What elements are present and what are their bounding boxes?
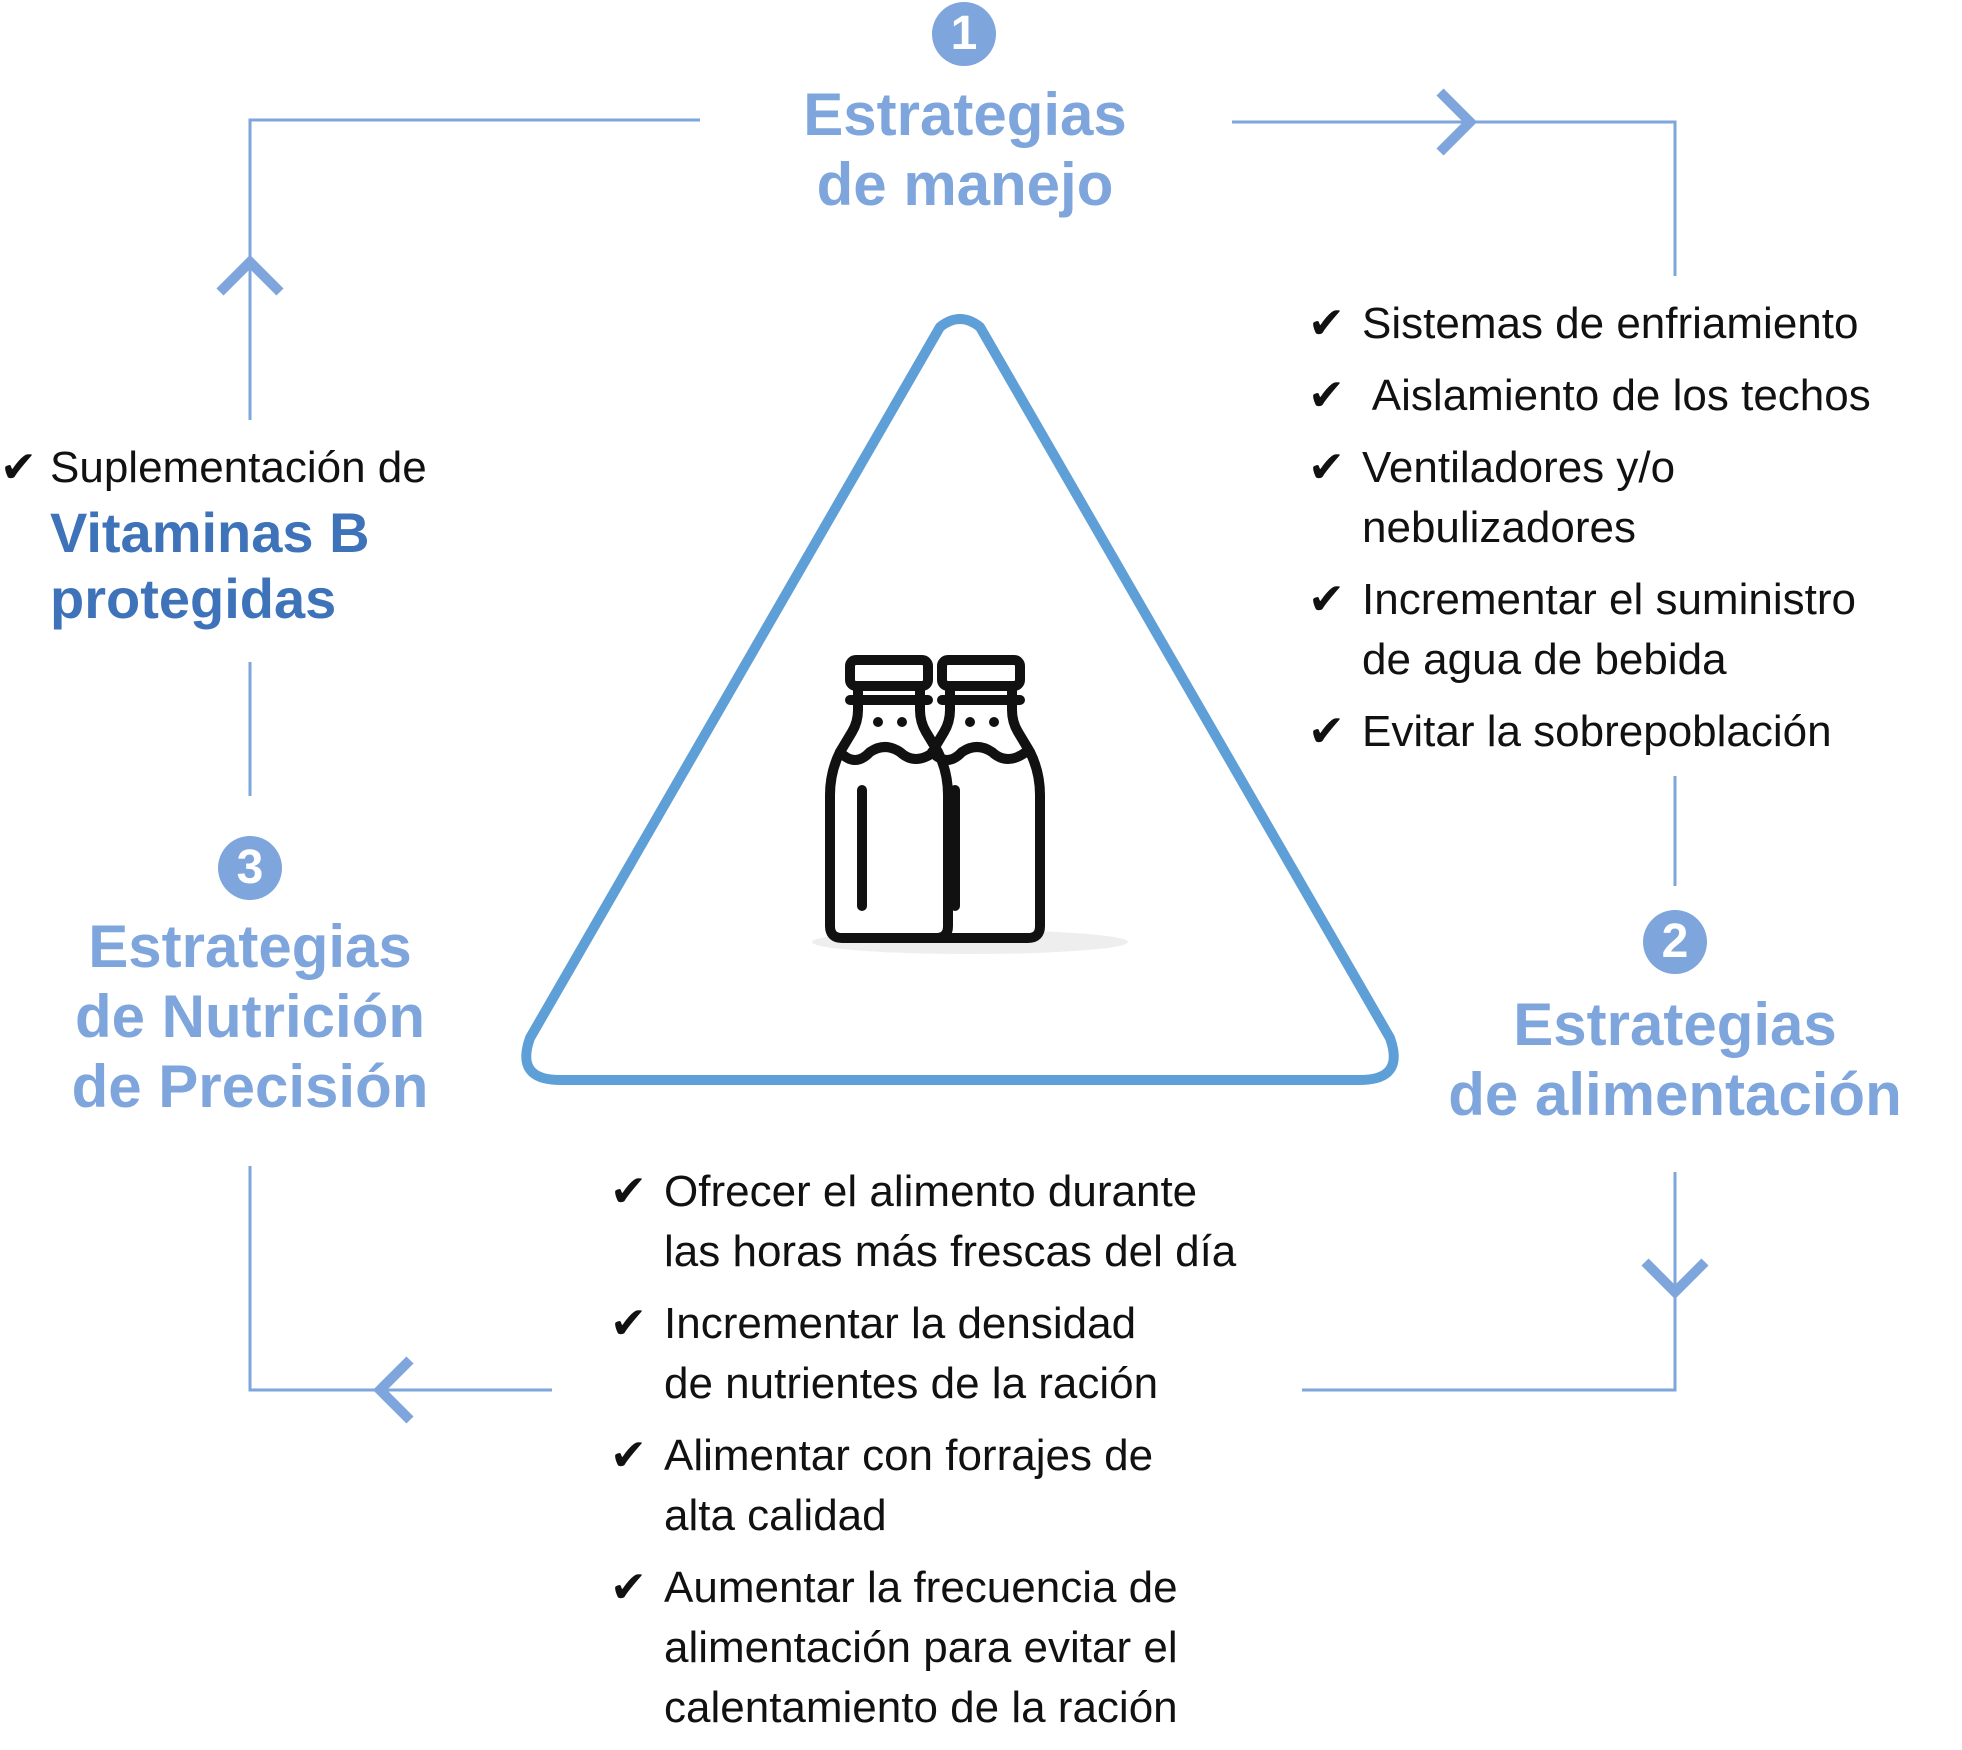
check-icon: ✔ [1308, 575, 1345, 624]
vitamins-highlight-line2: protegidas [50, 567, 337, 630]
section1-item: ✔ Sistemas de enfriamiento [1308, 294, 1958, 354]
section1-title-line2: de manejo [816, 151, 1114, 218]
section2-item: ✔ Incrementar la densidad de nutrientes de… [610, 1294, 1330, 1414]
check-icon: ✔ [1308, 299, 1345, 348]
section3-title-line3: de Precisión [71, 1053, 429, 1120]
item-text-continued: calentamiento de la ración [664, 1683, 1178, 1732]
check-icon: ✔ [610, 1167, 647, 1216]
section3-title: Estrategias de Nutrición de Precisión [30, 912, 470, 1122]
section3-number-badge: 3 [218, 836, 282, 900]
section1-item: ✔ Ventiladores y/o nebulizadores [1308, 438, 1958, 558]
check-icon: ✔ [610, 1299, 647, 1348]
section1-title-line1: Estrategias [803, 81, 1127, 148]
arrow-down-icon [1641, 1258, 1709, 1300]
vitamins-highlight-line1: Vitaminas B [50, 501, 370, 564]
section2-item: ✔ Ofrecer el alimento durante las horas má… [610, 1162, 1330, 1282]
item-text: Ofrecer el alimento durante [664, 1167, 1198, 1216]
item-text: Alimentar con forrajes de [664, 1431, 1154, 1480]
section2-title-line2: de alimentación [1448, 1061, 1902, 1128]
item-text-continued: las horas más frescas del día [664, 1227, 1237, 1276]
check-icon: ✔ [610, 1431, 647, 1480]
line-bottom-left [248, 1166, 552, 1392]
section1-item: ✔ Incrementar el suministro de agua de beb… [1308, 570, 1958, 690]
check-icon: ✔ [0, 443, 37, 492]
item-text-continued: nebulizadores [1362, 503, 1636, 552]
item-text-continued: alimentación para evitar el [664, 1623, 1178, 1672]
milk-bottles-icon [812, 655, 1128, 954]
section2-number-badge: 2 [1643, 910, 1707, 974]
item-text: Sistemas de enfriamiento [1362, 299, 1859, 348]
section1-item: ✔ Evitar la sobrepoblación [1308, 702, 1958, 762]
item-text: Evitar la sobrepoblación [1362, 707, 1832, 756]
item-text: Incrementar la densidad [664, 1299, 1137, 1348]
item-text-continued: alta calidad [664, 1491, 887, 1540]
section2-title-line1: Estrategias [1513, 991, 1837, 1058]
line-bottom-right [1302, 1172, 1677, 1392]
triangle-frame [521, 314, 1399, 1085]
arrow-left-icon [372, 1356, 414, 1424]
check-icon: ✔ [610, 1563, 647, 1612]
section2-item: ✔ Alimentar con forrajes de alta calidad [610, 1426, 1330, 1546]
section2-list: ✔ Ofrecer el alimento durante las horas má… [610, 1162, 1330, 1750]
arrow-right-icon [1436, 88, 1478, 156]
arrow-up-icon [216, 254, 284, 296]
section2-item: ✔ Aumentar la frecuencia de alimentación p… [610, 1558, 1330, 1738]
connector-lines [248, 118, 1677, 1392]
section1-list: ✔ Sistemas de enfriamiento ✔ Aislamiento … [1308, 294, 1958, 774]
check-icon: ✔ [1308, 443, 1345, 492]
check-icon: ✔ [1308, 707, 1345, 756]
item-text: Aumentar la frecuencia de [664, 1563, 1178, 1612]
line-top-left [248, 118, 700, 420]
section1-title: Estrategias de manejo [760, 80, 1170, 220]
supplement-prefix: Suplementación de [50, 443, 427, 492]
vitamins-highlight: Vitaminas B protegidas [50, 500, 370, 632]
item-text-continued: de nutrientes de la ración [664, 1359, 1159, 1408]
check-icon: ✔ [1308, 371, 1345, 420]
section1-number-badge: 1 [932, 2, 996, 66]
item-text-continued: de agua de bebida [1362, 635, 1727, 684]
item-text: Ventiladores y/o [1362, 443, 1676, 492]
item-text: Aislamiento de los techos [1362, 371, 1871, 420]
section1-item: ✔ Aislamiento de los techos [1308, 366, 1958, 426]
item-text: Incrementar el suministro [1362, 575, 1856, 624]
section2-title: Estrategias de alimentación [1410, 990, 1940, 1130]
line-top-right [1232, 120, 1677, 276]
section3-title-line1: Estrategias [88, 913, 412, 980]
section3-title-line2: de Nutrición [74, 983, 425, 1050]
arrow-heads [216, 88, 1709, 1424]
